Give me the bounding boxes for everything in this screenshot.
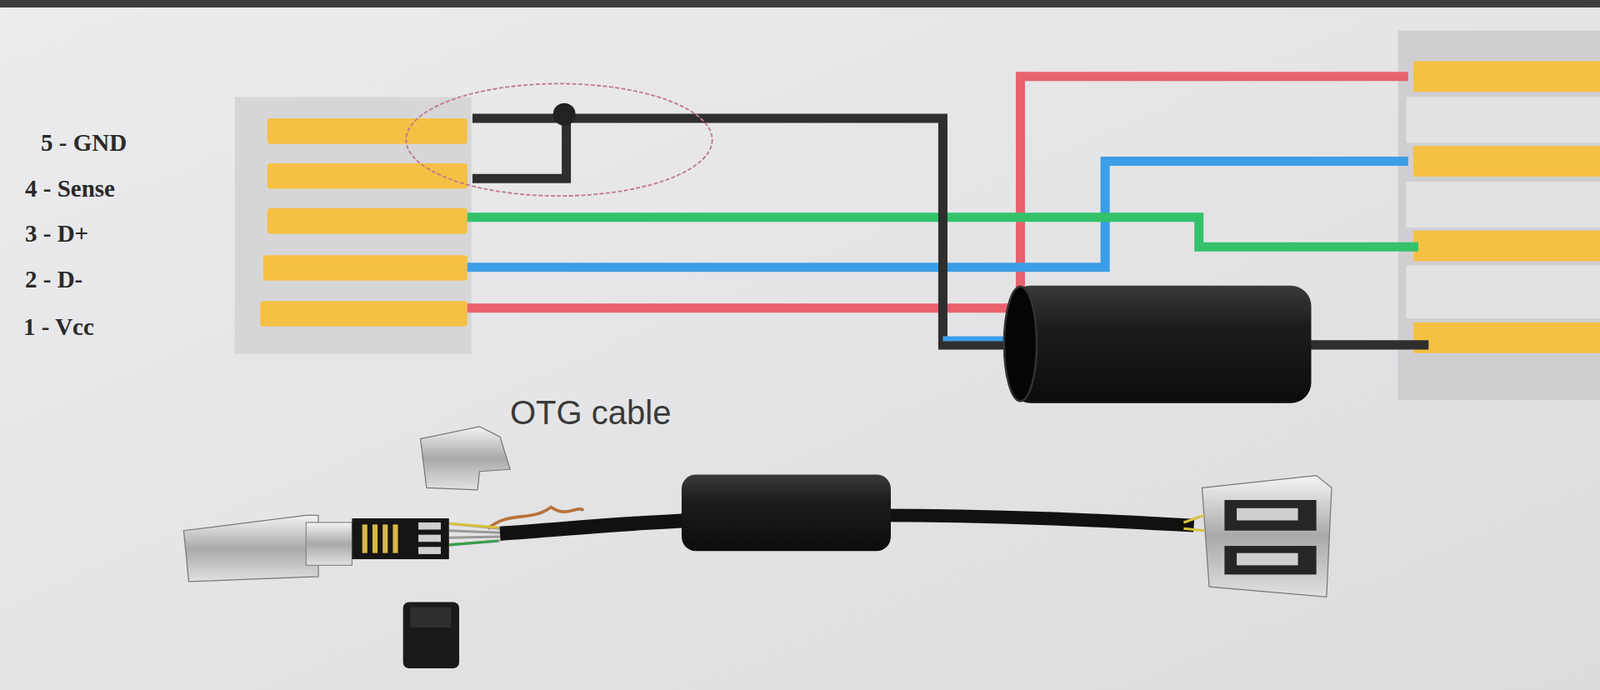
- connector-pad: [235, 96, 472, 355]
- pin-contacts: [1413, 60, 1600, 353]
- top-edge: [0, 0, 1600, 8]
- pin-label: 5 - GND: [40, 130, 127, 155]
- cable-photo: [183, 426, 1332, 669]
- pad-bands: [1405, 96, 1600, 319]
- junction-dot: [553, 103, 576, 126]
- pin-label: 3 - D+: [25, 221, 89, 246]
- pin-contacts: [260, 118, 468, 327]
- pin-label: 4 - Sense: [25, 176, 115, 201]
- highlight-ellipse: [405, 83, 712, 196]
- cable-caption: OTG cable: [510, 395, 671, 430]
- pin-label: 2 - D-: [25, 267, 83, 292]
- pin-label: 1 - Vcc: [23, 315, 95, 340]
- heat-shrink: [1004, 285, 1312, 404]
